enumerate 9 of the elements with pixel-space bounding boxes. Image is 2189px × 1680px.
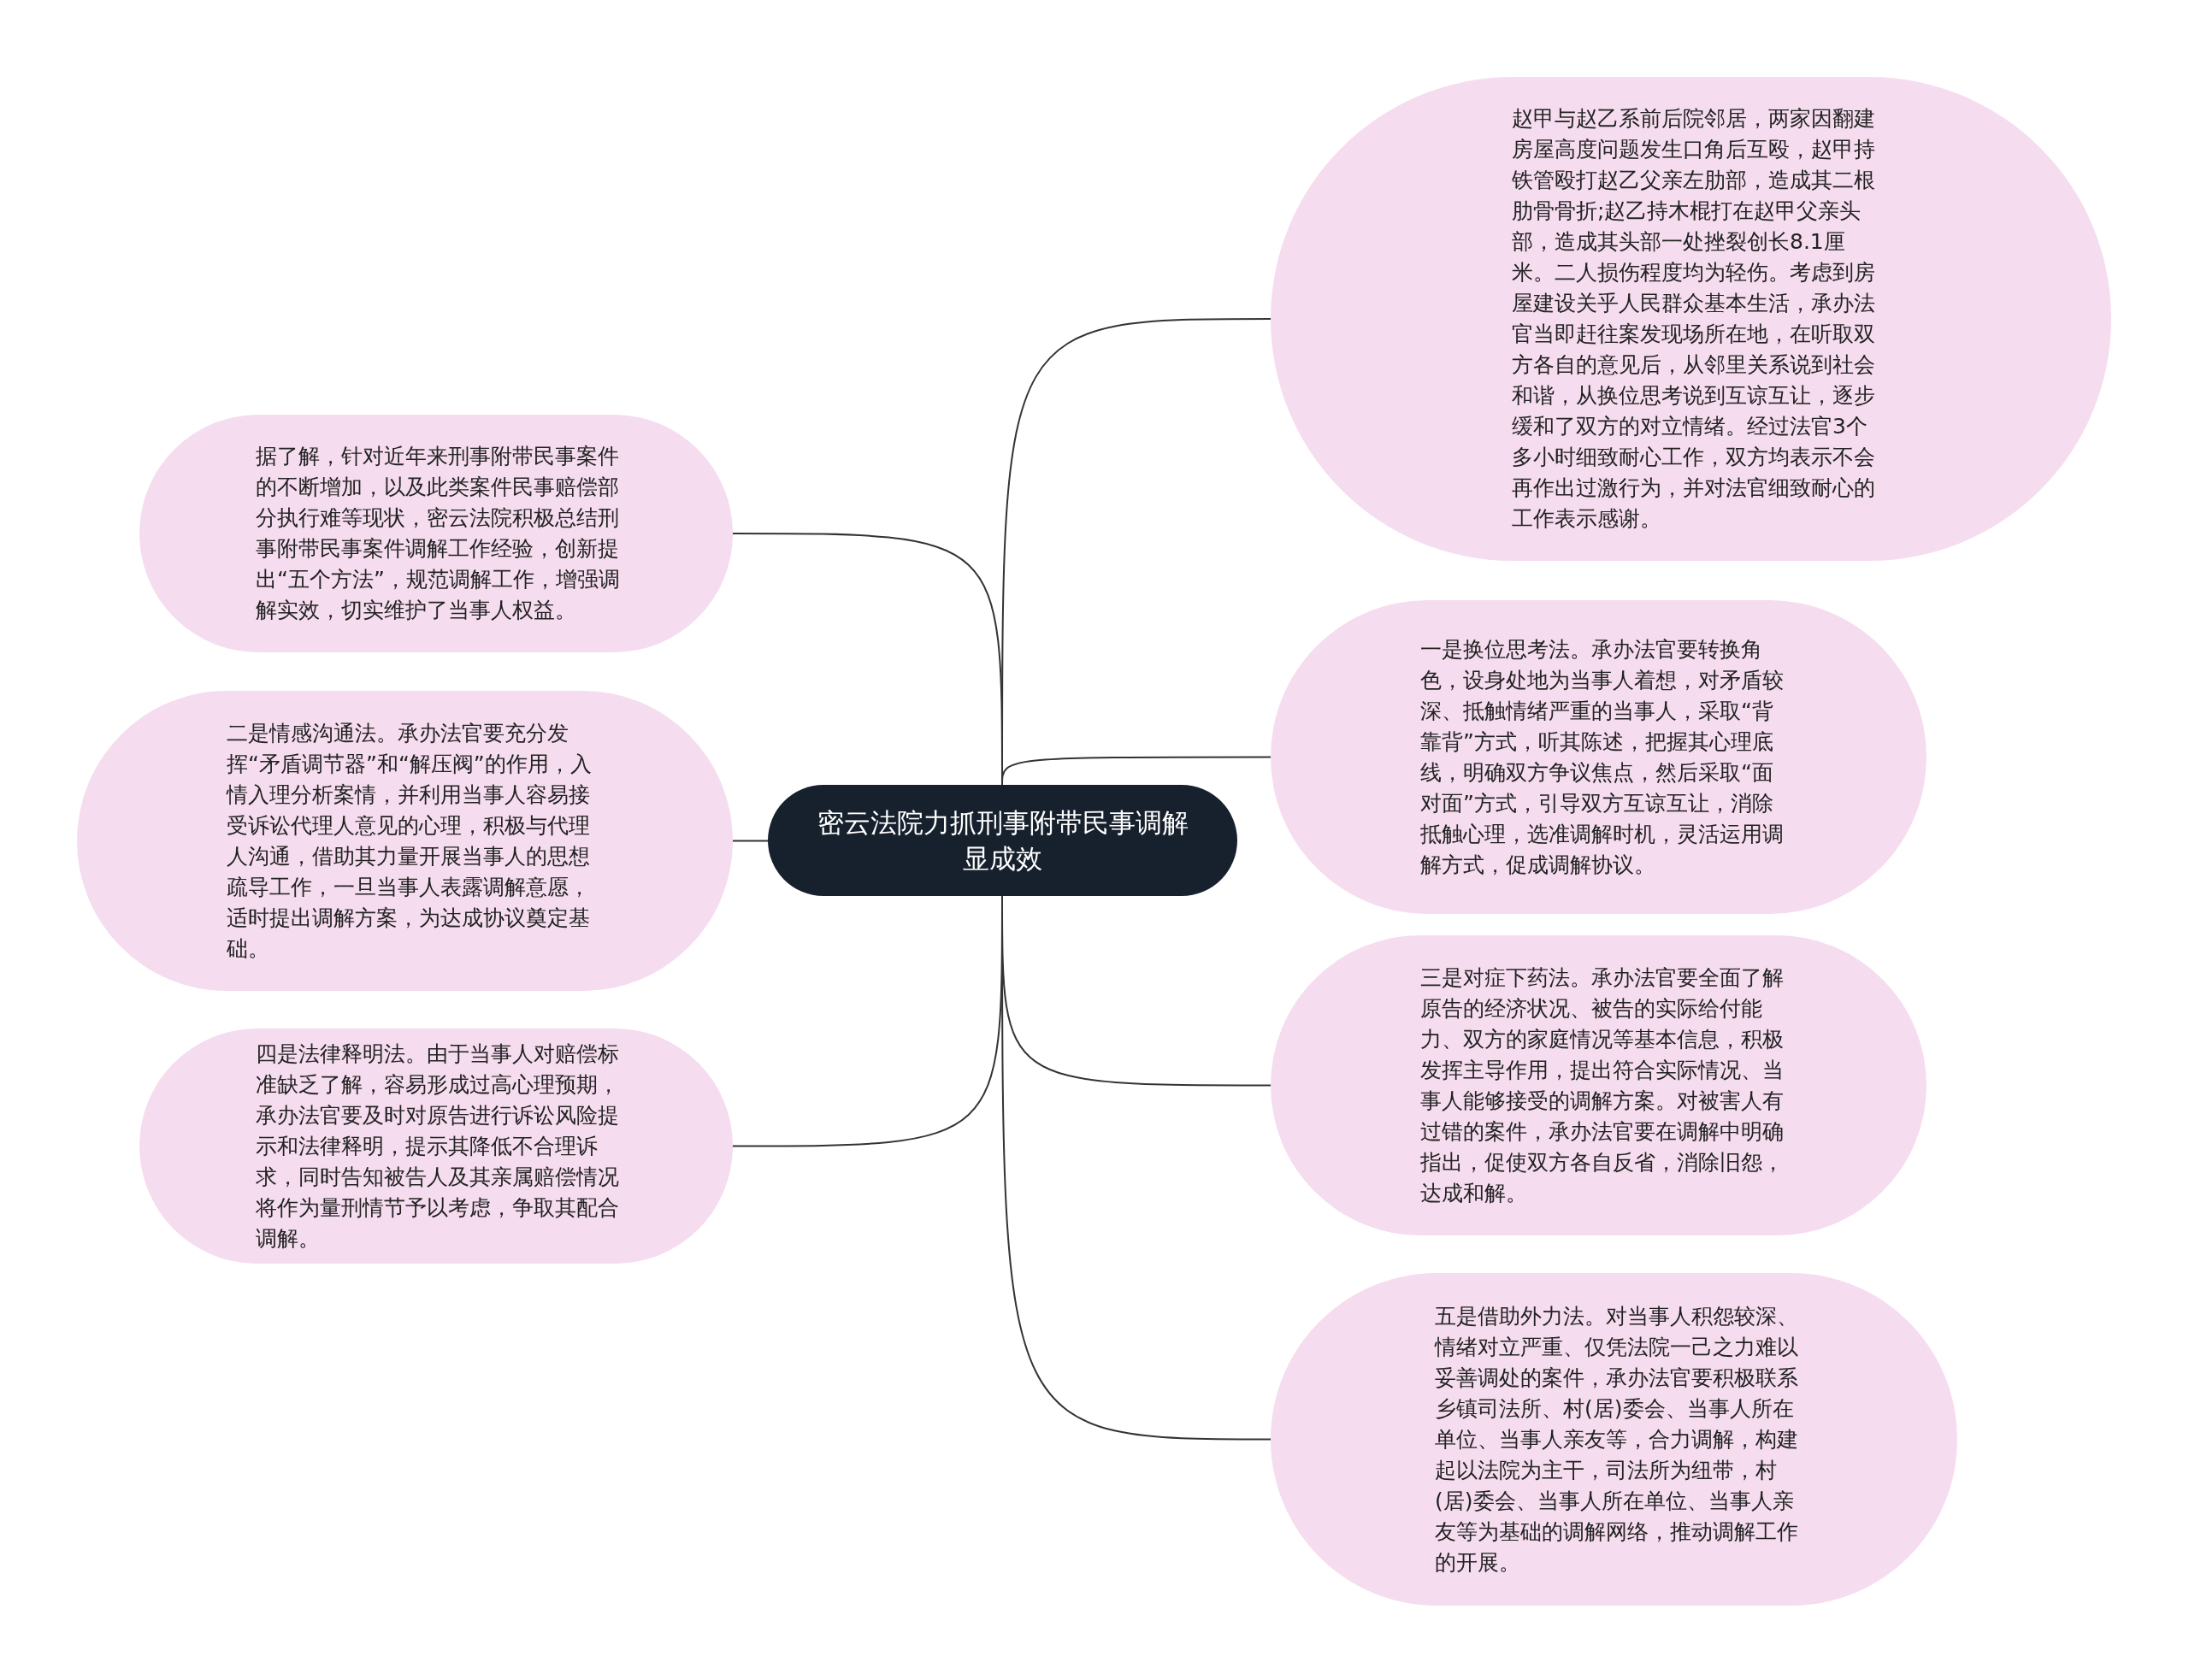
- topic-text: 赵甲与赵乙系前后院邻居，两家因翻建房屋高度问题发生口角后互殴，赵甲持铁管殴打赵乙父亲左肋部，造成其二根肋骨骨折;赵乙持木棍打在赵甲父亲头部，造成其头部一处挫裂创长8.1厘米。二人损伤程度均为轻伤。考虑到房屋建设关乎人民群众基本生活，承办法官当即赶往案发现场所在地，在听取双方各自的意见后，从邻里关系说到社会和谐，从换位思考说到互谅互让，逐步缓和了双方的对立情绪。经过法官3个多小时细致耐心工作，双方均表示不会再作出过激行为，并对法官细致耐心的工作表示感谢。: [1512, 105, 1876, 533]
- topic-text: 一是换位思考法。承办法官要转换角色，设身处地为当事人着想，对矛盾较深、抵触情绪严重的当事人，采取“背靠背”方式，听其陈述，把握其心理底线，明确双方争议焦点，然后采取“面对面”方式，引导双方互谅互让，消除抵触心理，选准调解时机，灵活运用调解方式，促成调解协议。: [1420, 635, 1785, 879]
- central-topic-text: 密云法院力抓刑事附带民事调解显成效: [816, 806, 1189, 875]
- topic-text: 二是情感沟通法。承办法官要充分发挥“矛盾调节器”和“解压阀”的作用，入情入理分析案情，并利用当事人容易接受诉讼代理人意见的心理，积极与代理人沟通，借助其力量开展当事人的思想疏导工作，一旦当事人表露调解意愿，适时提出调解方案，为达成协议奠定基础。: [227, 719, 593, 963]
- connector-line: [732, 840, 769, 842]
- topic-text: 据了解，针对近年来刑事附带民事案件的不断增加，以及此类案件民事赔偿部分执行难等现状，密云法院积极总结刑事附带民事案件调解工作经验，创新提出“五个方法”，规范调解工作，增强调解实效，切实维护了当事人权益。: [256, 443, 621, 624]
- topic-text: 五是借助外力法。对当事人积怨较深、情绪对立严重、仅凭法院一己之力难以妥善调处的案件，承办法官要积极联系乡镇司法所、村(居)委会、当事人所在单位、当事人亲友等，合力调解，构建起以法院为主干，司法所为纽带，村(居)委会、当事人所在单位、当事人亲友等为基础的调解网络，推动调解工作的开展。: [1435, 1302, 1799, 1577]
- topic-text: 三是对症下药法。承办法官要全面了解原告的经济状况、被告的实际给付能力、双方的家庭情况等基本信息，积极发挥主导作用，提出符合实际情况、当事人能够接受的调解方案。对被害人有过错的案件，承办法官要在调解中明确指出，促使双方各自反省，消除旧怨，达成和解。: [1420, 964, 1785, 1207]
- topic-text: 四是法律释明法。由于当事人对赔偿标准缺乏了解，容易形成过高心理预期，承办法官要及时对原告进行诉讼风险提示和法律释明，提示其降低不合理诉求，同时告知被告人及其亲属赔偿情况将作为量刑情节予以考虑，争取其配合调解。: [256, 1040, 620, 1253]
